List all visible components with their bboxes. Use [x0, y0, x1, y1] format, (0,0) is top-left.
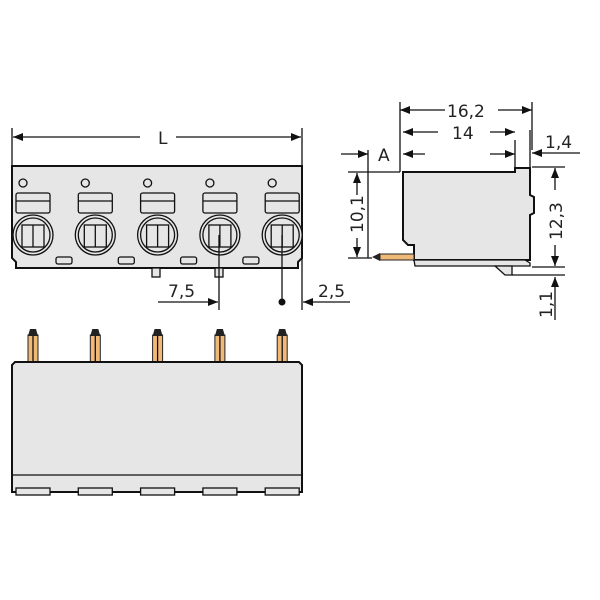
foot-3: [139, 487, 176, 496]
offset-label: 2,5: [318, 282, 345, 302]
bottom-view: [11, 329, 303, 496]
solder-pin-2: [89, 329, 101, 364]
foot-4: [202, 487, 238, 496]
tab: [55, 256, 73, 265]
side-body: [402, 167, 535, 261]
tab: [179, 256, 198, 265]
rear-step-label: 1,4: [545, 133, 572, 153]
solder-pin-1: [27, 329, 39, 364]
pole-4: [199, 178, 260, 265]
foot-2: [77, 487, 113, 496]
release-indicator: [142, 178, 153, 188]
tab: [117, 256, 135, 265]
push-button: [15, 192, 51, 214]
front-view: L 7,5 2,5: [11, 128, 350, 310]
push-button: [202, 192, 238, 214]
pitch-label: 7,5: [168, 282, 195, 302]
pole-2: [74, 178, 135, 265]
foot-5: [264, 487, 300, 496]
push-button: [264, 192, 300, 214]
pole-3: [136, 178, 198, 265]
push-button: [77, 192, 113, 214]
solder-pin-3: [152, 329, 164, 364]
release-indicator: [18, 178, 28, 188]
foot-1: [15, 487, 51, 496]
body-height-label: 12,3: [547, 202, 567, 240]
tab: [242, 256, 260, 265]
length-label: L: [158, 129, 168, 149]
bottom-body: [11, 361, 303, 493]
push-button: [139, 192, 176, 214]
solder-pin-4: [214, 329, 226, 364]
pole-1: [12, 178, 73, 265]
overall-depth-label: 16,2: [447, 102, 485, 122]
solder-pin-5: [276, 329, 288, 364]
side-view: 16,2 14 1,4 A 10,1 12,3 1,1: [341, 102, 580, 320]
pin-offset-label: A: [378, 146, 390, 166]
release-indicator: [80, 178, 90, 188]
pin-height-label: 10,1: [348, 195, 368, 233]
release-indicator: [205, 178, 215, 188]
release-indicator: [267, 178, 277, 188]
foot-height-label: 1,1: [537, 291, 557, 318]
body-depth-label: 14: [452, 124, 474, 144]
